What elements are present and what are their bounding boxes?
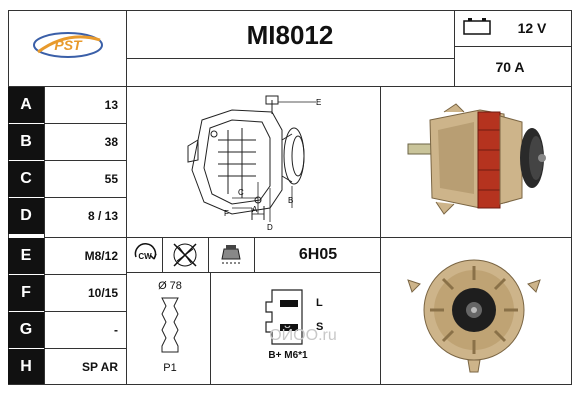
rotation-label: CW: [138, 252, 152, 261]
watermark: ОЙОО.ru: [269, 327, 337, 344]
connector-label-s: S: [316, 321, 324, 333]
label-c: C: [238, 188, 244, 197]
connector-terminals: B+ M6*1: [268, 350, 308, 361]
regulator-icon: [216, 241, 246, 269]
spec-letter: F: [8, 275, 44, 311]
battery-icon: [462, 16, 492, 36]
voltage-rating: 12 V: [517, 20, 547, 36]
label-d: D: [267, 223, 273, 232]
spec-letter: G: [8, 312, 44, 348]
spec-value: 13: [104, 98, 118, 112]
alternator-side-photo: [384, 90, 568, 234]
connector-label-l: L: [316, 297, 323, 309]
alternator-line-drawing: E C F A B D: [132, 90, 376, 234]
pulley-icon: [150, 294, 190, 356]
model-number: MI8012: [246, 19, 334, 50]
spec-sheet: [8, 10, 572, 385]
spec-letter: D: [8, 198, 44, 234]
spec-letter: E: [8, 238, 44, 274]
alternator-rear-photo: [384, 240, 568, 382]
spec-letter: B: [8, 124, 44, 160]
spec-value: M8/12: [84, 249, 118, 263]
label-e: E: [316, 98, 321, 107]
spec-value: -: [114, 323, 118, 337]
connector-icon: [262, 286, 312, 348]
spec-value: SP AR: [81, 359, 118, 374]
spec-letter: C: [8, 161, 44, 197]
rotation-icon: CW: [130, 241, 160, 269]
pulley-diameter: Ø 78: [158, 280, 182, 292]
regulator-code: 6H05: [298, 246, 338, 263]
spec-value: 38: [104, 135, 118, 149]
spec-value: 10/15: [87, 286, 118, 300]
spec-value: 8 / 13: [87, 209, 118, 223]
spec-letter: A: [8, 87, 44, 123]
label-b: B: [288, 196, 293, 205]
spec-value: 55: [104, 172, 118, 186]
label-f: F: [224, 209, 229, 218]
pulley-type: P1: [163, 362, 177, 374]
fan-crossed-icon: [170, 241, 200, 269]
logo-text: PST: [54, 37, 83, 53]
spec-letter: H: [8, 349, 44, 384]
brand-logo: PST: [30, 28, 106, 62]
label-a: A: [252, 205, 258, 214]
amperage-rating: 70 A: [495, 59, 525, 75]
logo-graphic: PST: [33, 32, 103, 58]
